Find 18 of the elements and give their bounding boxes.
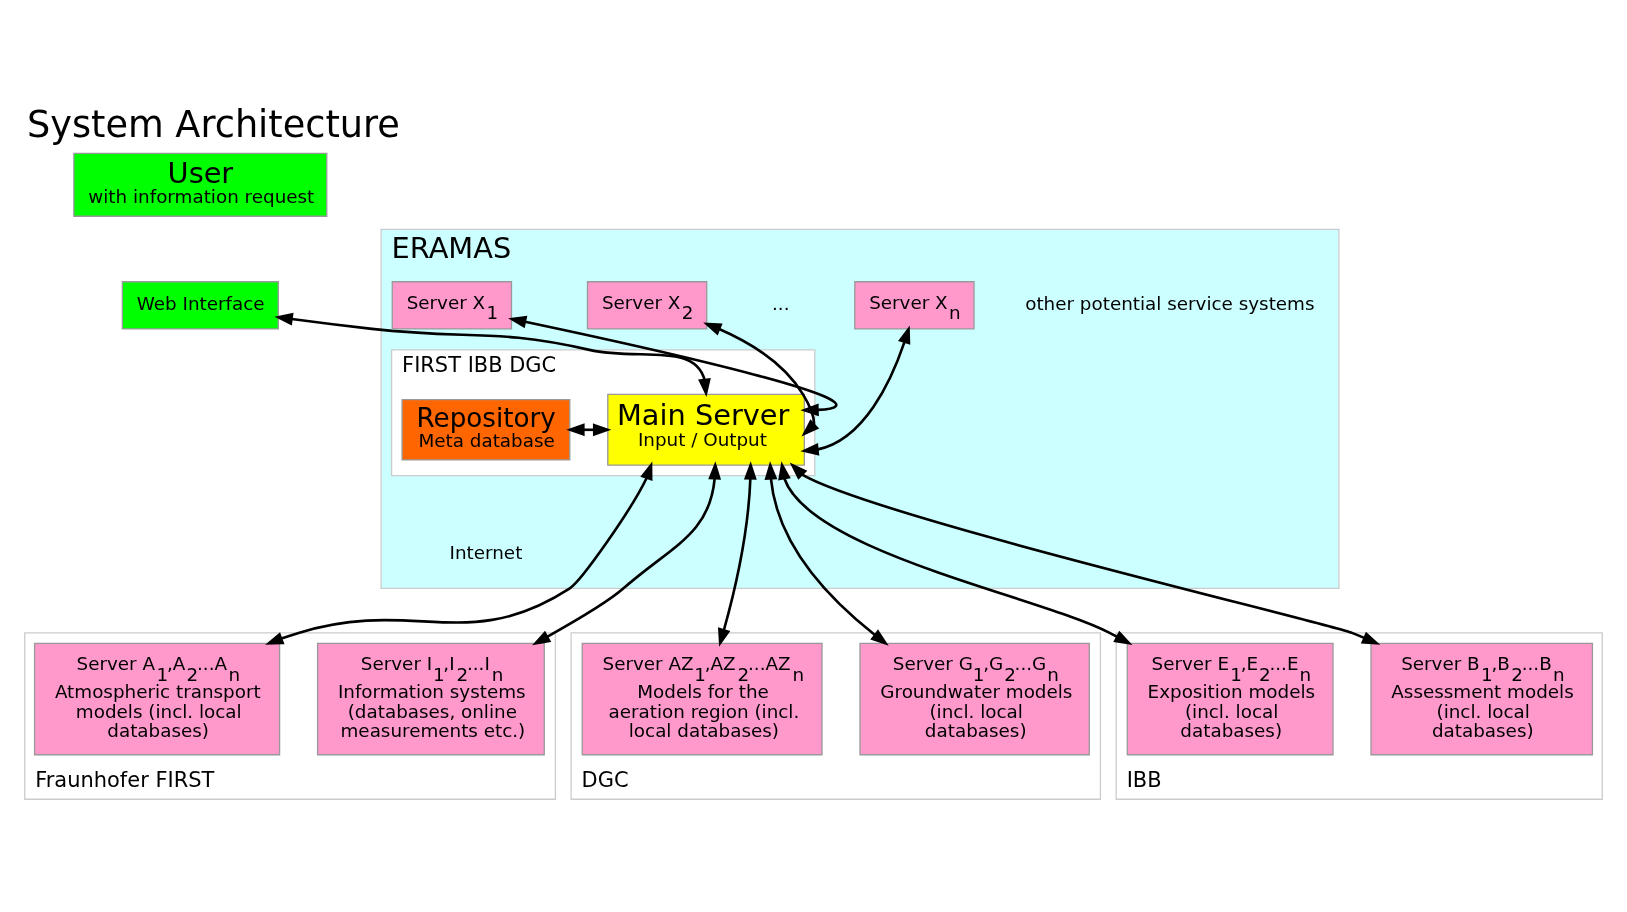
arrow bbox=[532, 461, 722, 646]
arrow bbox=[274, 312, 711, 398]
arrow bbox=[764, 461, 889, 646]
node-box: Web Interface bbox=[121, 281, 279, 330]
arrow bbox=[265, 461, 653, 645]
arrow bbox=[718, 461, 757, 647]
node-box: User with information request bbox=[73, 152, 328, 217]
arrow bbox=[789, 462, 1381, 645]
arrow bbox=[566, 423, 612, 437]
label: Internet bbox=[449, 542, 523, 564]
label: ... bbox=[772, 293, 790, 315]
label: other potential service systems bbox=[1025, 293, 1315, 315]
arrow bbox=[800, 325, 911, 456]
arrow bbox=[508, 315, 837, 417]
arrow bbox=[778, 461, 1133, 645]
diagram-title: System Architecture bbox=[26, 102, 400, 146]
node-box: Repository Meta database bbox=[401, 399, 571, 461]
arrow bbox=[703, 322, 820, 437]
